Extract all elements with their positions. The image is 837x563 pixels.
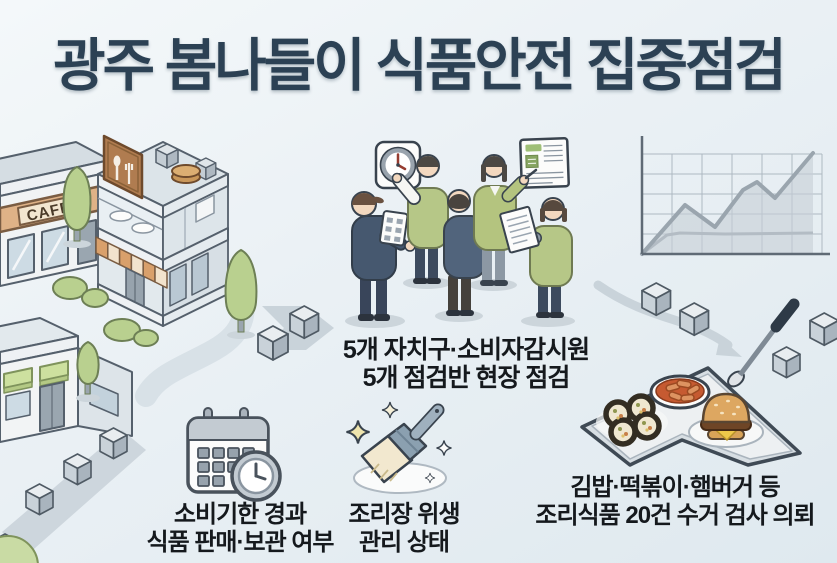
food-sampling-illustration <box>580 280 837 467</box>
caption-inspection-line2: 5개 점검반 현장 점검 <box>362 364 571 392</box>
sampling-swab-icon <box>727 298 800 388</box>
trees <box>52 165 258 402</box>
hair <box>542 200 564 211</box>
inspector-with-clipboard <box>499 197 573 318</box>
sparkle-icon <box>435 439 453 457</box>
trend-chart-icon <box>640 136 830 256</box>
utensil-signboard <box>102 134 144 200</box>
caption-sampling-line1: 김밥·떡볶이·햄버거 등 <box>570 474 780 501</box>
bush <box>0 535 39 563</box>
caption-kitchen: 조리장 위생 관리 상태 <box>318 501 490 557</box>
cube-icon <box>289 305 320 340</box>
tteokbokki <box>649 374 711 410</box>
tree <box>76 340 100 386</box>
chart-flat-line <box>641 231 814 256</box>
shop-building <box>0 317 133 443</box>
caption-kitchen-line2: 관리 상태 <box>359 529 450 556</box>
chart-area-fill <box>642 153 813 254</box>
cap-hair <box>352 193 376 205</box>
hair <box>483 156 505 167</box>
page-title: 광주 봄나들이 식품안전 집중점검 <box>53 34 787 98</box>
caption-inspection: 5개 자치구·소비자감시원 5개 점검반 현장 점검 <box>316 336 616 392</box>
fork-icon <box>124 163 134 184</box>
round-table <box>131 222 155 234</box>
bush <box>133 329 159 347</box>
cube-icon <box>63 453 92 486</box>
bush <box>81 288 109 308</box>
inspector-with-tablet <box>351 191 416 321</box>
caption-expiry-line2: 식품 판매·보관 여부 <box>146 529 335 556</box>
presentation-board-icon <box>519 137 570 189</box>
roof-box <box>155 143 179 169</box>
hair <box>417 156 439 167</box>
tree <box>62 165 92 232</box>
sparkle-icon <box>381 401 399 419</box>
clipboard-icon <box>499 205 540 254</box>
arrow-icon <box>593 280 733 350</box>
spoon-icon <box>113 155 121 167</box>
calendar-clock-icon <box>186 407 282 502</box>
hair <box>448 194 470 209</box>
brush-handle <box>411 405 443 439</box>
cube-icon <box>257 325 289 361</box>
inspectors-illustration <box>345 137 575 328</box>
caption-expiry: 소비기한 경과 식품 판매·보관 여부 <box>105 501 375 557</box>
kimbap <box>596 393 668 447</box>
city-illustration: CAFE <box>0 134 334 563</box>
caption-inspection-line1: 5개 자치구·소비자감시원 <box>342 336 590 364</box>
cube-path-shadow <box>2 430 146 556</box>
hamburger <box>688 392 764 448</box>
tablet-icon <box>378 210 409 247</box>
pointer-stick <box>524 168 538 180</box>
round-table <box>109 210 133 222</box>
caption-sampling-line2: 조리식품 20건 수거 검사 의뢰 <box>535 502 815 529</box>
inspector-pointing <box>391 154 449 284</box>
cube-icon <box>679 302 710 337</box>
cube-icon <box>772 346 801 379</box>
chart-trend-line <box>640 151 815 256</box>
cube-icon <box>99 427 128 460</box>
food-tray-icon <box>580 366 802 467</box>
tree <box>224 248 258 322</box>
caption-sampling: 김밥·떡볶이·햄버거 등 조리식품 20건 수거 검사 의뢰 <box>513 474 837 530</box>
caption-kitchen-line1: 조리장 위생 <box>348 501 460 528</box>
restaurant-building <box>95 134 229 327</box>
cube-icon <box>641 282 672 317</box>
cleaning-brush-icon <box>345 401 453 494</box>
bush <box>52 276 88 300</box>
cube-icon <box>25 483 54 516</box>
caption-expiry-line1: 소비기한 경과 <box>173 501 307 528</box>
sparkle-icon <box>345 419 371 445</box>
cube-icon <box>809 312 837 347</box>
